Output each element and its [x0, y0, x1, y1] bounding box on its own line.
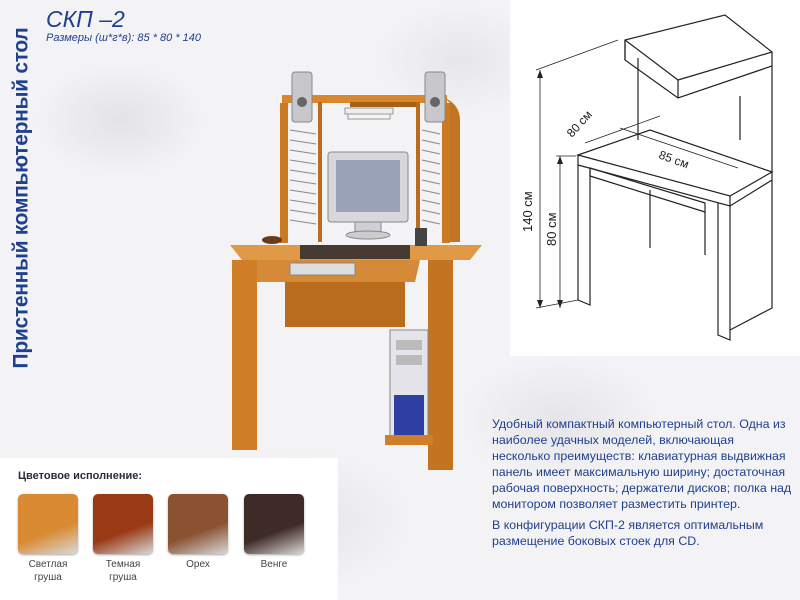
- swatch-walnut: [168, 494, 228, 554]
- color-options-panel: Цветовое исполнение: Светлая груша Темна…: [0, 458, 338, 600]
- swatch-label-wenge: Венге: [260, 559, 288, 570]
- width-label: 85 см: [657, 148, 691, 172]
- desk-height-label: 80 см: [544, 212, 559, 246]
- swatch-dark-pear: [93, 494, 153, 554]
- colors-title: Цветовое исполнение:: [18, 470, 143, 482]
- description-paragraph-1: Удобный компактный компьютерный стол. Од…: [492, 417, 792, 511]
- keyboard: [289, 262, 356, 276]
- swatch-label-walnut: Орех: [186, 559, 210, 570]
- hutch-right-side: [442, 103, 450, 243]
- product-description: Удобный компактный компьютерный стол. Од…: [492, 416, 792, 554]
- swatch-wenge: [244, 494, 304, 554]
- back-panel: [285, 282, 405, 327]
- pen-holder: [415, 228, 427, 246]
- technical-drawing-panel: 140 см 80 см 80 см 85 см: [510, 0, 800, 356]
- dimensions-text: Размеры (ш*г*в): 85 * 80 * 140: [46, 32, 202, 44]
- swatch-light-pear: [18, 494, 78, 554]
- vertical-title-container: Пристенный компьютерный стол: [4, 27, 38, 369]
- cd-racks: [289, 129, 441, 225]
- right-speaker: [424, 71, 446, 123]
- description-paragraph-2: В конфигурации СКП-2 является оптимальны…: [492, 518, 764, 548]
- left-leg: [232, 260, 257, 450]
- hutch-left-side: [280, 103, 288, 243]
- swatch-label-light-pear: Светлая груша: [28, 559, 68, 583]
- pc-tower: [389, 329, 429, 441]
- depth-label: 80 см: [564, 108, 595, 140]
- left-speaker: [291, 71, 313, 123]
- monitor: [327, 151, 409, 240]
- hutch-top-shelf: [282, 95, 447, 103]
- model-name: СКП –2: [46, 6, 125, 32]
- hutch-curved-panel: [445, 98, 460, 242]
- technical-drawing: 140 см 80 см 80 см 85 см: [520, 14, 774, 341]
- total-height-label: 140 см: [520, 191, 535, 232]
- bottom-shelf: [385, 435, 433, 445]
- vertical-title: Пристенный компьютерный стол: [9, 27, 32, 369]
- swatch-label-dark-pear: Темная груша: [105, 559, 141, 583]
- desk-photo: [230, 71, 482, 470]
- cup: [262, 236, 282, 244]
